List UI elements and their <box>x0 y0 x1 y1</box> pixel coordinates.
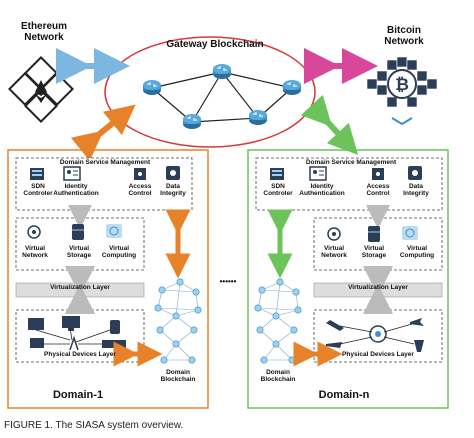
virtual-storage-icon <box>368 226 380 242</box>
service-label: Data Integrity <box>403 183 429 197</box>
router-icon <box>182 113 202 130</box>
blockchain-node <box>172 312 180 320</box>
blockchain-node <box>292 288 300 296</box>
virtual-label: Virtual Network <box>321 245 347 259</box>
blockchain-node <box>190 326 198 334</box>
virtual-computing-icon <box>106 224 122 238</box>
domainn-gateway-arrow <box>300 94 359 155</box>
blockchain-node <box>294 306 302 314</box>
physical-layer-label: Physical Devices Layer <box>342 351 414 358</box>
service-label: Data Integrity <box>160 183 186 197</box>
domain-blockchain-label: Domain Blockchain <box>260 369 296 383</box>
domain-n-blockchain-graph <box>257 281 299 361</box>
blockchain-node <box>188 356 196 364</box>
virtual-label: Virtual Storage <box>361 245 387 259</box>
domain-n-service-title: Domain Service Management <box>305 159 397 166</box>
domain-blockchain-label: Domain Blockchain <box>160 369 196 383</box>
blockchain-node <box>290 326 298 334</box>
access-control-icon <box>372 168 384 180</box>
blockchain-node <box>176 278 184 286</box>
service-label: SDN Controler <box>23 183 53 197</box>
router-icon <box>248 109 268 126</box>
virtual-label: Virtual Storage <box>66 245 92 259</box>
blockchain-node <box>258 286 266 294</box>
bitcoin-network-icon: ₿ <box>366 56 438 126</box>
virtual-label: Virtual Computing <box>101 245 137 259</box>
service-label: Identity Authentication <box>53 183 99 197</box>
virtual-storage-icon <box>72 224 84 240</box>
blockchain-node <box>272 340 280 348</box>
virtualization-layer-label: Virtualization Layer <box>348 284 408 291</box>
virtual-label: Virtual Computing <box>399 245 435 259</box>
domain-1-blockchain-graph <box>157 281 199 361</box>
domain-1-frame <box>7 149 209 409</box>
sdn-controller-icon <box>270 168 284 180</box>
ellipsis: •••••• <box>219 277 237 286</box>
router-icon <box>212 63 232 80</box>
blockchain-node <box>194 306 202 314</box>
virtualization-layer-label: Virtualization Layer <box>50 284 110 291</box>
gateway-mesh <box>151 71 293 123</box>
domain-n-frame <box>247 149 449 409</box>
blockchain-node <box>288 356 296 364</box>
blockchain-node <box>160 356 168 364</box>
blockchain-node <box>256 326 264 334</box>
service-label: Access Control <box>128 183 152 197</box>
virtual-network-icon <box>327 227 341 241</box>
blockchain-node <box>158 286 166 294</box>
service-label: SDN Controler <box>263 183 293 197</box>
svg-text:₿: ₿ <box>395 75 409 94</box>
domain-1-title: Domain-1 <box>52 389 104 401</box>
blockchain-node <box>192 288 200 296</box>
blockchain-node <box>172 340 180 348</box>
domain1-gateway-arrow <box>70 104 136 162</box>
blockchain-node <box>156 326 164 334</box>
blockchain-node <box>272 312 280 320</box>
virtual-computing-icon <box>402 226 418 240</box>
sdn-controller-icon <box>30 168 44 180</box>
blockchain-node <box>154 304 162 312</box>
router-icon <box>282 79 302 96</box>
bitcoin-network-label: Bitcoin Network <box>384 25 424 47</box>
service-label: Access Control <box>366 183 390 197</box>
data-integrity-icon <box>166 166 180 180</box>
blockchain-node <box>254 304 262 312</box>
ethereum-network-icon <box>8 56 74 123</box>
service-label: Identity Authentication <box>299 183 345 197</box>
gateway-blockchain-label: Gateway Blockchain <box>166 39 264 50</box>
domain-1-service-title: Domain Service Management <box>59 159 151 166</box>
siasa-diagram: ₿ <box>7 36 449 409</box>
identity-icon <box>309 166 327 181</box>
domain-n-title: Domain-n <box>318 389 370 401</box>
virtual-label: Virtual Network <box>22 245 48 259</box>
blockchain-node <box>276 278 284 286</box>
access-control-icon <box>134 168 146 180</box>
virtual-network-icon <box>27 225 41 239</box>
figure-caption: FIGURE 1. The SIASA system overview. <box>4 420 184 431</box>
blockchain-node <box>260 356 268 364</box>
identity-icon <box>63 166 81 181</box>
router-icon <box>142 79 162 96</box>
physical-devices-icons <box>326 318 424 352</box>
data-integrity-icon <box>408 166 422 180</box>
physical-layer-label: Physical Devices Layer <box>44 351 116 358</box>
ethereum-network-label: Ethereum Network <box>20 21 68 43</box>
